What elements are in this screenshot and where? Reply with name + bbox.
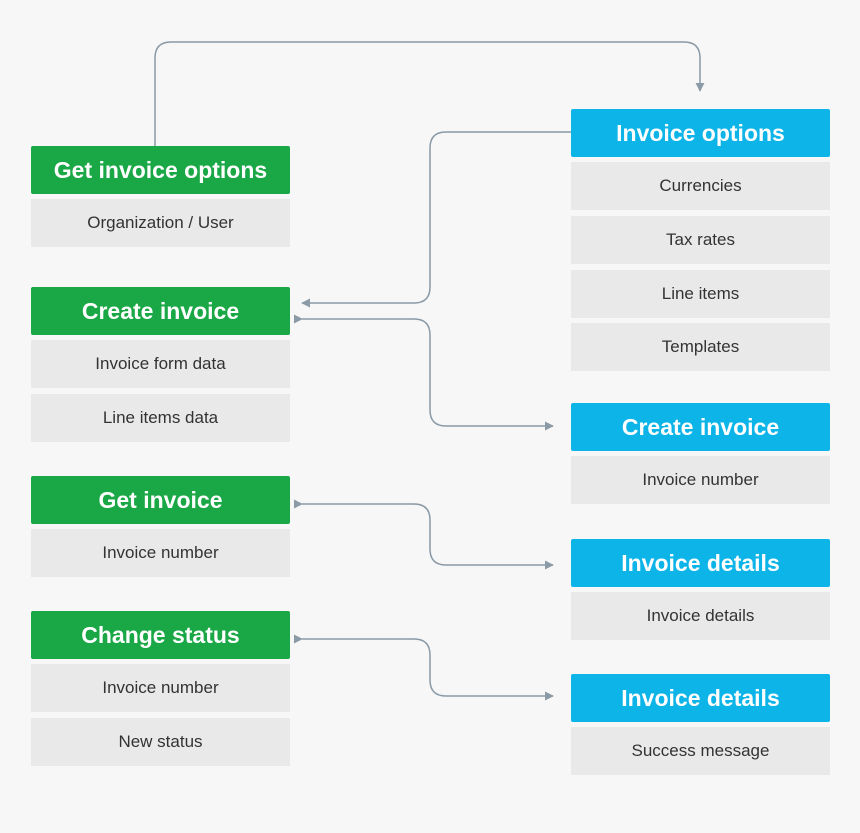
organization-user-item: Organization / User xyxy=(31,199,290,247)
templates-item: Templates xyxy=(571,323,830,371)
connector-options-response xyxy=(301,131,571,308)
change-status-invoice-number-item: Invoice number xyxy=(31,664,290,712)
connector-create-invoice xyxy=(293,314,554,431)
change-status-header: Change status xyxy=(31,611,290,659)
invoice-details-item: Invoice details xyxy=(571,592,830,640)
new-status-item: New status xyxy=(31,718,290,766)
get-invoice-options-header: Get invoice options xyxy=(31,146,290,194)
get-invoice-number-item: Invoice number xyxy=(31,529,290,577)
create-invoice-header-client: Create invoice xyxy=(31,287,290,335)
invoice-form-data-item: Invoice form data xyxy=(31,340,290,388)
created-invoice-number-item: Invoice number xyxy=(571,456,830,504)
success-message-item: Success message xyxy=(571,727,830,775)
invoice-details-header: Invoice details xyxy=(571,539,830,587)
connector-change-status xyxy=(293,634,554,701)
line-items-data-item: Line items data xyxy=(31,394,290,442)
tax-rates-item: Tax rates xyxy=(571,216,830,264)
connector-options-request xyxy=(154,41,705,146)
get-invoice-header: Get invoice xyxy=(31,476,290,524)
currencies-item: Currencies xyxy=(571,162,830,210)
create-invoice-header-server: Create invoice xyxy=(571,403,830,451)
invoice-options-header: Invoice options xyxy=(571,109,830,157)
status-result-header: Invoice details xyxy=(571,674,830,722)
line-items-item: Line items xyxy=(571,270,830,318)
connector-get-invoice xyxy=(293,499,554,570)
